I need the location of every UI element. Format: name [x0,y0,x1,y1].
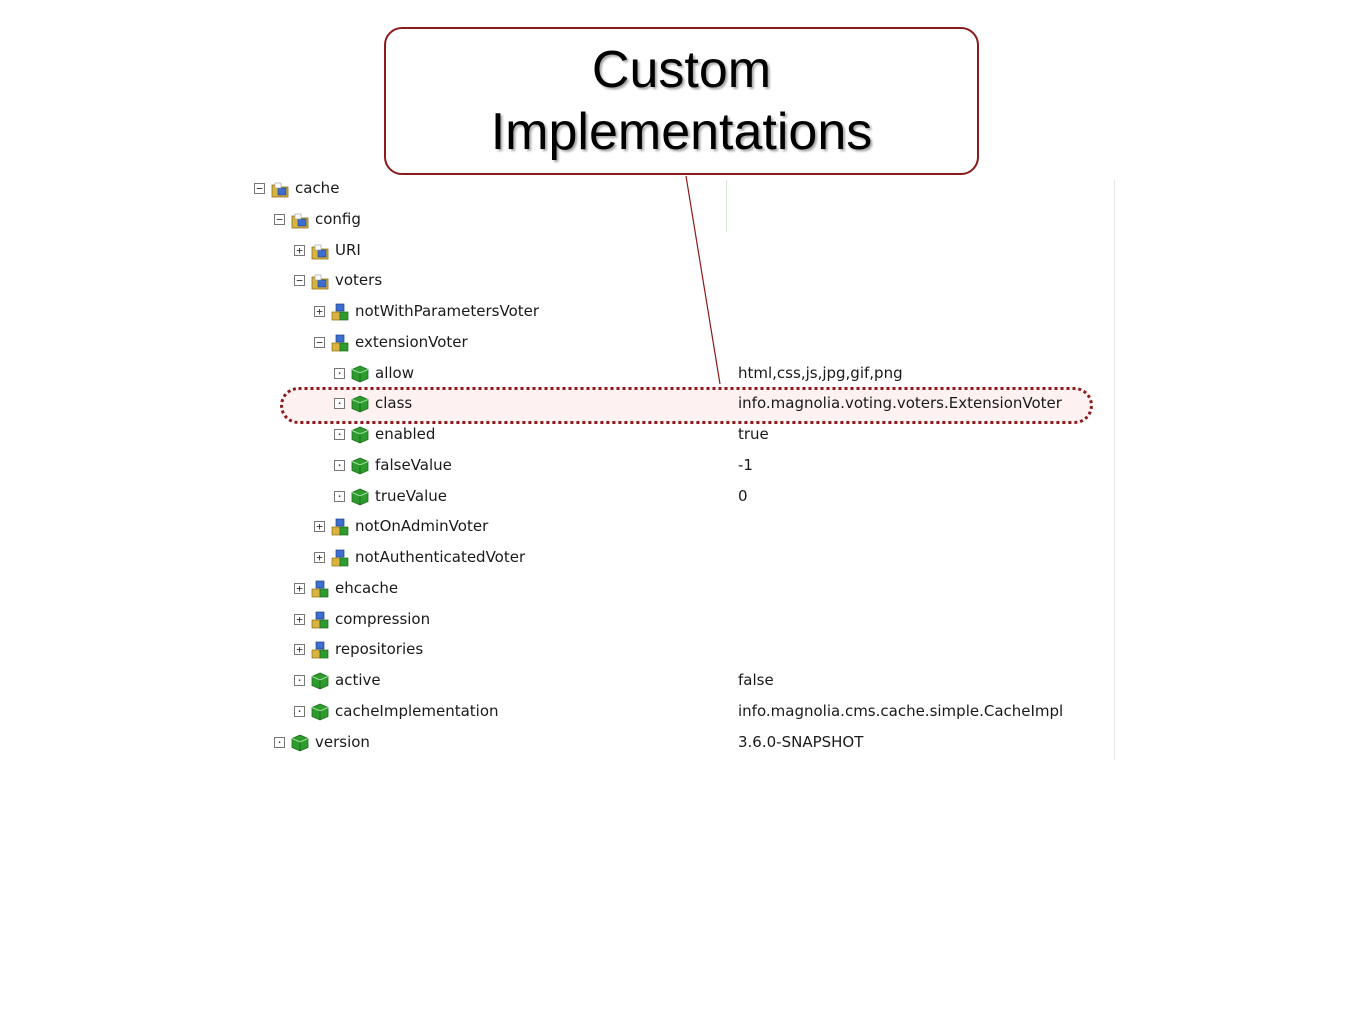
expand-toggle-icon[interactable]: + [294,644,305,656]
tree-row-trueValue[interactable]: · trueValue 0 [0,483,1100,513]
content-node-icon [331,518,349,536]
highlight-class-row [280,387,1093,424]
callout-title-line1: Custom [591,41,772,99]
callout-box: Custom Implementations [384,27,979,175]
leaf-node-icon: · [334,398,345,410]
property-cube-icon [311,703,329,721]
tree-row-notOnAdminVoter[interactable]: + notOnAdminVoter [0,513,1100,543]
tree-node-value[interactable]: info.magnolia.cms.cache.simple.CacheImpl [738,701,1064,720]
collapse-toggle-icon[interactable]: − [314,336,325,348]
collapse-toggle-icon[interactable]: − [294,275,305,287]
tree-row-extensionVoter[interactable]: − extensionVoter [0,329,1100,359]
property-cube-icon [351,488,369,506]
tree-node-label[interactable]: cache [295,179,340,197]
column-divider-top [726,180,727,232]
property-cube-icon [291,734,309,752]
leaf-node-icon: · [294,675,305,686]
tree-node-value[interactable]: info.magnolia.voting.voters.ExtensionVot… [738,394,1062,413]
tree-row-voters[interactable]: − voters [0,267,1100,297]
tree-node-value[interactable]: 3.6.0-SNAPSHOT [738,732,864,751]
tree-node-label[interactable]: falseValue [375,455,452,474]
leaf-node-icon: · [334,429,345,440]
tree-node-label[interactable]: ehcache [335,578,399,597]
leaf-node-icon: · [334,459,345,471]
tree-row-compression[interactable]: + compression [0,606,1100,636]
property-cube-icon [351,395,369,413]
content-node-icon [331,549,349,567]
tree-node-label[interactable]: URI [335,240,361,259]
leaf-node-icon: · [274,736,285,748]
tree-row-URI[interactable]: + URI [0,237,1100,267]
tree-node-label[interactable]: allow [375,363,414,382]
tree-node-label[interactable]: trueValue [375,486,447,505]
tree-row-repositories[interactable]: + repositories [0,636,1100,666]
tree-row-notWithParametersVoter[interactable]: + notWithParametersVoter [0,298,1100,328]
tree-right-border [1114,180,1115,760]
content-node-icon [311,641,329,659]
tree-node-label[interactable]: enabled [375,425,436,443]
expand-toggle-icon[interactable]: + [294,613,305,625]
leaf-node-icon: · [294,705,305,717]
leaf-node-icon: · [334,367,345,379]
tree-node-label[interactable]: active [335,671,381,689]
property-cube-icon [311,672,329,690]
tree-row-allow[interactable]: · allow html,css,js,jpg,gif,png [0,360,1100,390]
tree-row-enabled[interactable]: · enabled true [0,421,1100,451]
expand-toggle-icon[interactable]: + [314,521,325,533]
content-node-icon [331,303,349,321]
folder-icon [291,211,309,229]
tree-node-label[interactable]: version [315,732,370,751]
tree-row-class[interactable]: · class info.magnolia.voting.voters.Extens… [0,390,1100,420]
expand-toggle-icon[interactable]: + [314,306,325,317]
tree-node-label[interactable]: notWithParametersVoter [355,302,540,320]
tree-node-label[interactable]: config [315,209,361,228]
tree-row-cache[interactable]: − cache [0,175,1100,205]
tree-node-label[interactable]: notAuthenticatedVoter [355,548,526,566]
tree-node-label[interactable]: notOnAdminVoter [355,517,489,536]
content-node-icon [311,580,329,598]
folder-icon [311,272,329,290]
content-node-icon [331,334,349,352]
tree-node-label[interactable]: compression [335,609,431,628]
tree-node-label[interactable]: repositories [335,640,424,659]
content-node-icon [311,611,329,629]
folder-icon [271,180,289,198]
expand-toggle-icon[interactable]: + [294,244,305,256]
tree-node-label[interactable]: class [375,394,413,413]
tree-row-config[interactable]: − config [0,206,1100,236]
tree-row-falseValue[interactable]: · falseValue -1 [0,452,1100,482]
expand-toggle-icon[interactable]: + [314,552,325,563]
callout-title-line2: Implementations [490,103,873,161]
property-cube-icon [351,457,369,475]
tree-row-version[interactable]: · version 3.6.0-SNAPSHOT [0,729,1100,759]
folder-icon [311,242,329,260]
property-cube-icon [351,426,369,444]
tree-node-value[interactable]: false [738,671,774,689]
tree-row-cacheImplementation[interactable]: · cacheImplementation info.magnolia.cms.ca… [0,698,1100,728]
tree-node-value[interactable]: html,css,js,jpg,gif,png [738,363,903,382]
tree-node-label[interactable]: extensionVoter [355,332,468,351]
tree-node-label[interactable]: cacheImplementation [335,701,499,720]
property-cube-icon [351,365,369,383]
expand-toggle-icon[interactable]: + [294,582,305,594]
tree-row-notAuthenticatedVoter[interactable]: + notAuthenticatedVoter [0,544,1100,574]
tree-row-ehcache[interactable]: + ehcache [0,575,1100,605]
leaf-node-icon: · [334,490,345,502]
tree-node-value[interactable]: -1 [738,455,753,474]
tree-row-active[interactable]: · active false [0,667,1100,697]
collapse-toggle-icon[interactable]: − [274,213,285,225]
tree-node-value[interactable]: true [738,425,769,443]
tree-node-value[interactable]: 0 [738,486,748,505]
collapse-toggle-icon[interactable]: − [254,183,265,194]
tree-node-label[interactable]: voters [335,271,383,290]
